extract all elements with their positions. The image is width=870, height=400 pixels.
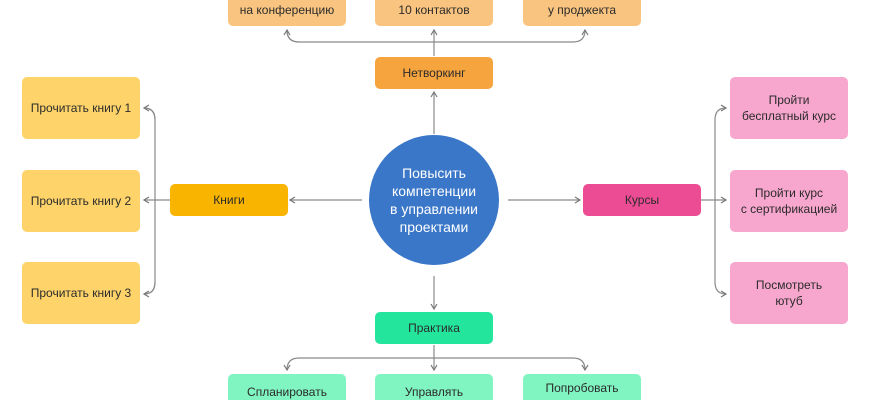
- node-label: Посмотреть: [755, 277, 823, 292]
- node-label: Управлять: [404, 385, 464, 399]
- node-label: Прочитать книгу 2: [30, 193, 132, 208]
- node-label: бесплатный курс: [741, 109, 837, 123]
- center-line: в управлении: [390, 201, 478, 217]
- books-bracket: [142, 104, 156, 121]
- courses-bracket: [714, 104, 728, 121]
- node-label: Прочитать книгу 3: [30, 285, 132, 300]
- networking-child-1[interactable]: на конференцию: [228, 0, 346, 26]
- networking-child-3[interactable]: у проджекта: [523, 0, 641, 26]
- networking-bracket: [283, 28, 300, 43]
- node-label: Пройти: [768, 92, 810, 107]
- networking-node[interactable]: Нетворкинг: [375, 57, 493, 89]
- node-label: Спланировать: [247, 385, 327, 399]
- books-child-1[interactable]: Прочитать книгу 1: [22, 77, 140, 139]
- node-label: 10 контактов: [398, 2, 470, 17]
- node-label: Попробовать: [545, 381, 619, 395]
- node-label: ютуб: [775, 294, 803, 308]
- courses-node[interactable]: Курсы: [583, 184, 701, 216]
- courses-child-2[interactable]: Пройти курс с сертификацией: [730, 170, 848, 232]
- books-child-3[interactable]: Прочитать книгу 3: [22, 262, 140, 324]
- center-line: проектами: [399, 219, 469, 236]
- practice-node[interactable]: Практика: [375, 312, 493, 344]
- node-label: Прочитать книгу 1: [30, 100, 132, 115]
- node-label: Пройти курс: [754, 185, 824, 200]
- node-label: у проджекта: [547, 2, 617, 17]
- books-node[interactable]: Книги: [170, 184, 288, 216]
- practice-child-3[interactable]: Попробовать: [523, 374, 641, 400]
- courses-child-1[interactable]: Пройти бесплатный курс: [730, 77, 848, 139]
- node-label: Курсы: [624, 192, 660, 207]
- courses-bracket: [714, 281, 728, 298]
- node-label: Практика: [408, 320, 460, 335]
- practice-child-2[interactable]: Управлять: [375, 374, 493, 400]
- practice-bracket: [572, 357, 589, 372]
- books-bracket: [142, 281, 156, 298]
- networking-child-2[interactable]: 10 контактов: [375, 0, 493, 26]
- courses-child-3[interactable]: Посмотреть ютуб: [730, 262, 848, 324]
- practice-child-1[interactable]: Спланировать: [228, 374, 346, 400]
- books-child-2[interactable]: Прочитать книгу 2: [22, 170, 140, 232]
- central-goal-node[interactable]: Повысить компетенции в управлении проект…: [369, 135, 499, 265]
- center-line: компетенции: [391, 182, 477, 199]
- practice-bracket: [283, 357, 300, 372]
- networking-bracket: [286, 28, 589, 43]
- books-bracket: [143, 107, 156, 295]
- node-label: на конференцию: [239, 2, 335, 17]
- node-label: Нетворкинг: [402, 65, 466, 80]
- node-label: с сертификацией: [740, 202, 838, 216]
- node-label: Книги: [213, 192, 245, 207]
- center-line: Повысить: [402, 164, 466, 181]
